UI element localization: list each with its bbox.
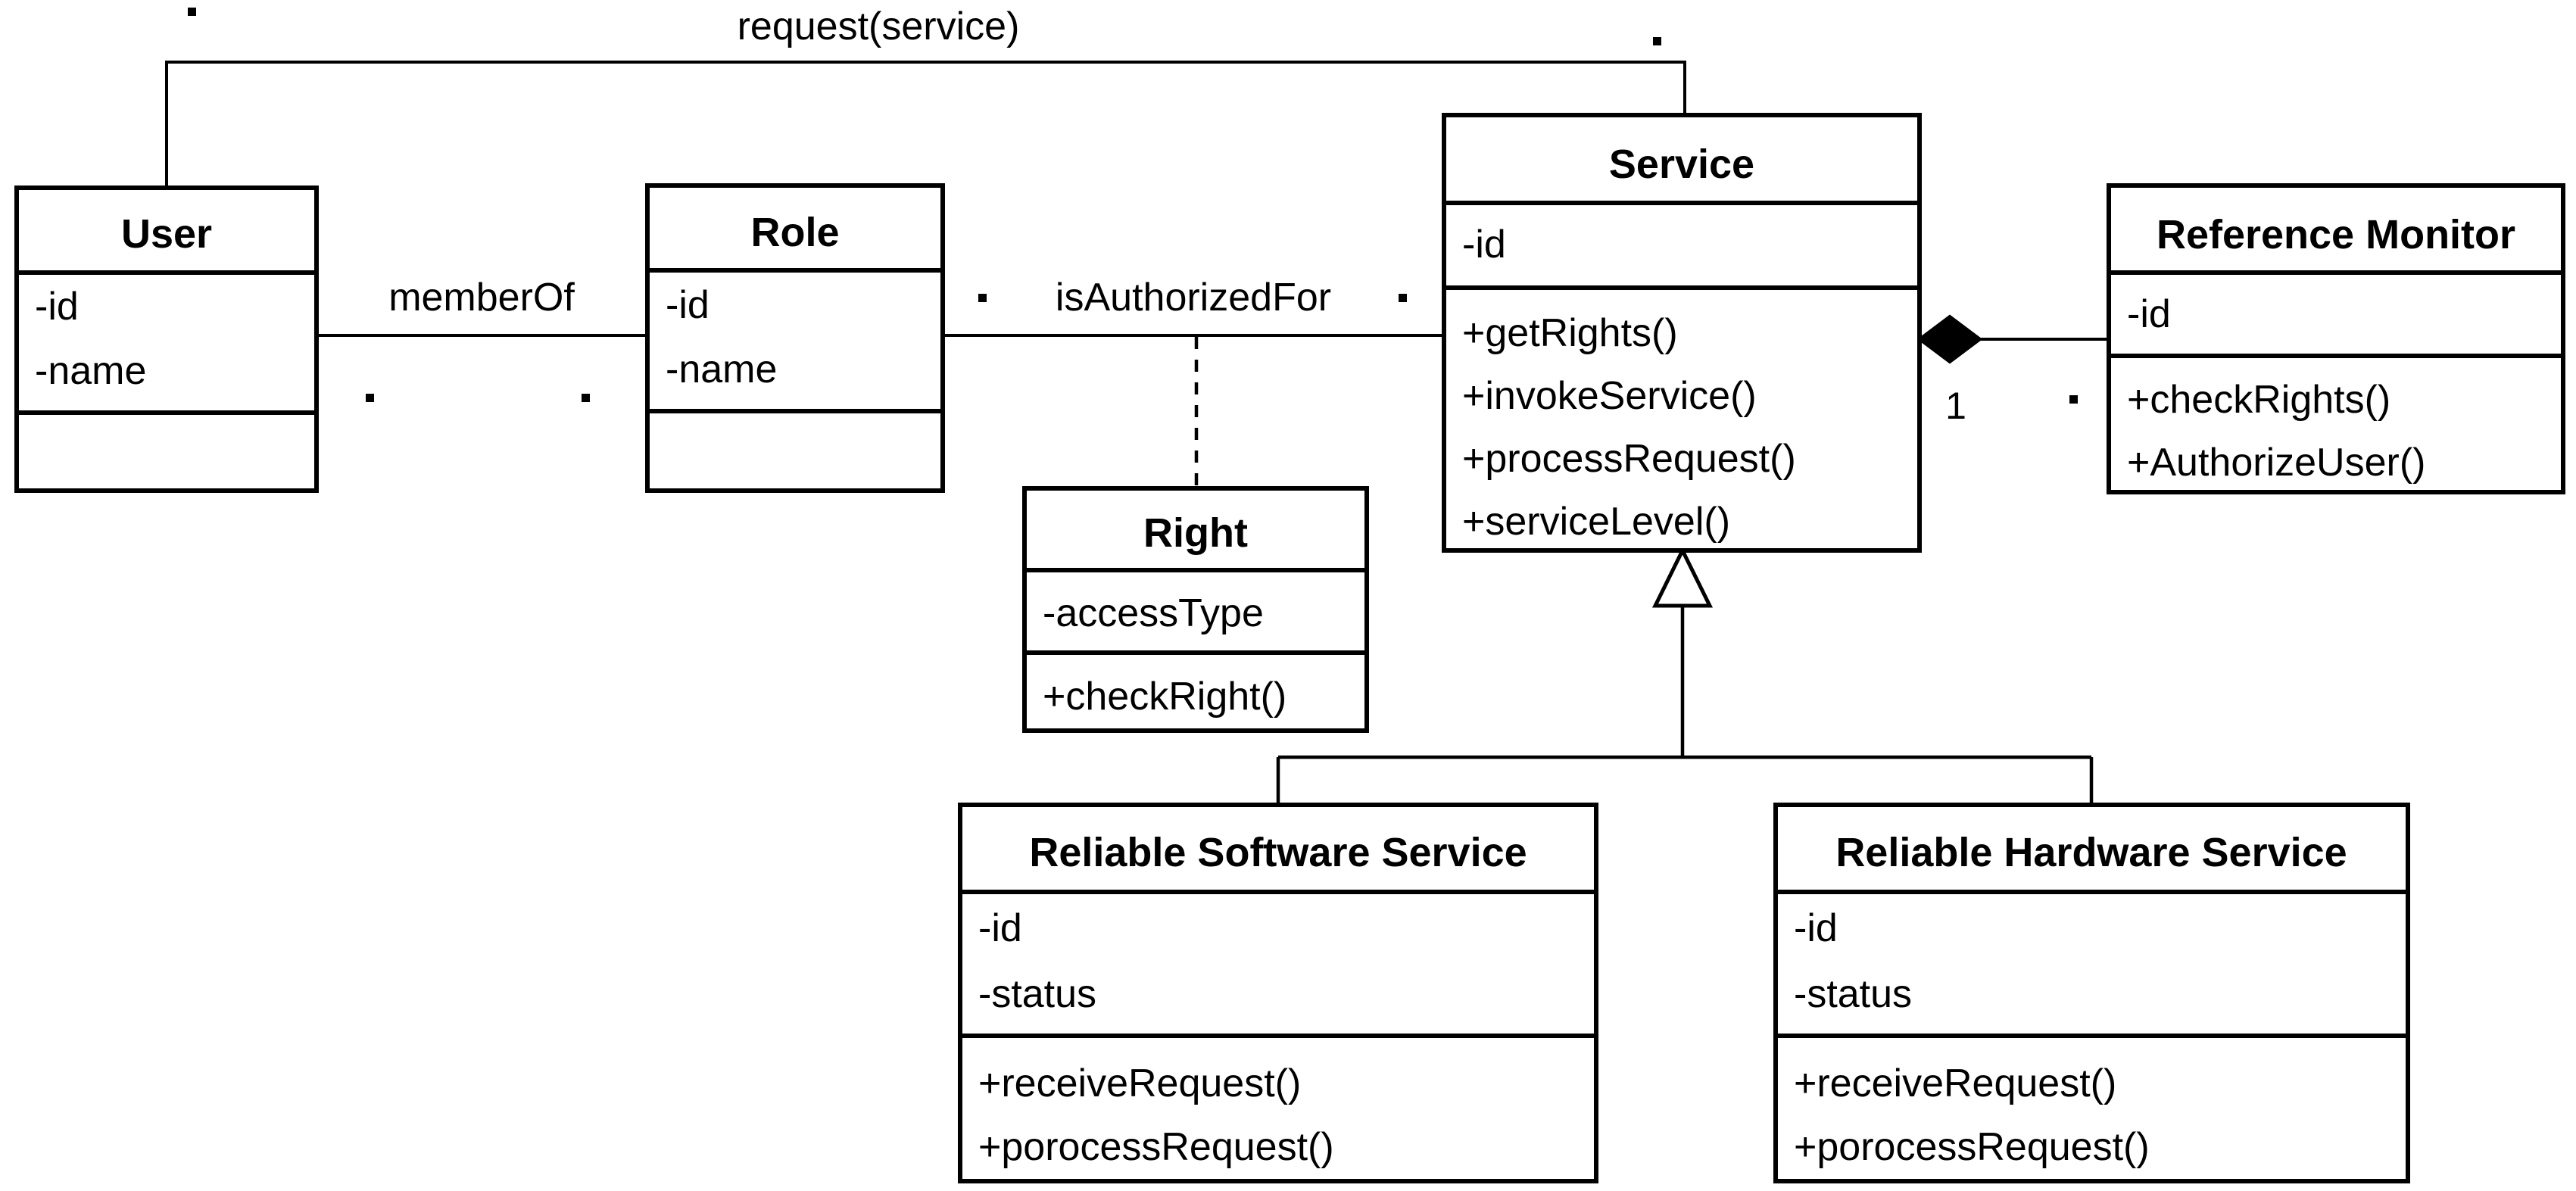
association-member-of-label: memberOf: [388, 276, 575, 320]
generalization-service-subclasses[interactable]: [1276, 546, 2094, 805]
class-operation: +getRights(): [1462, 311, 1678, 355]
multiplicity-dot-composition-far: [2069, 395, 2078, 404]
class-name-reliable-software-service: Reliable Software Service: [1029, 830, 1527, 875]
multiplicity-dot-auth-left: [978, 294, 987, 302]
association-request-service-line: [165, 61, 1686, 188]
multiplicity-dot-request-right: [1653, 37, 1661, 45]
composition-diamond-icon: [1916, 314, 1983, 364]
class-attribute: -id: [1794, 906, 1838, 950]
class-attribute: -id: [1462, 223, 1506, 267]
association-member-of[interactable]: memberOf: [317, 276, 647, 402]
class-attribute: -status: [978, 972, 1096, 1016]
class-box-right[interactable]: Right -accessType +checkRight(): [1022, 486, 1369, 733]
class-box-reliable-hardware-service-frame: [1773, 803, 2410, 1183]
class-operation: +porocessRequest(): [1794, 1125, 2150, 1169]
class-attribute: -id: [35, 285, 79, 329]
multiplicity-dot-request-left: [188, 8, 196, 16]
class-box-reference-monitor[interactable]: Reference Monitor -id +checkRights() +Au…: [2107, 183, 2565, 494]
class-box-role-frame: [645, 183, 945, 493]
class-operation: +serviceLevel(): [1462, 500, 1730, 544]
association-request-service[interactable]: request(service): [165, 5, 1686, 188]
class-box-user-frame: [14, 186, 319, 493]
class-attribute: -status: [1794, 972, 1912, 1016]
class-box-reliable-hardware-service[interactable]: Reliable Hardware Service -id -status +r…: [1773, 803, 2410, 1183]
association-request-service-label: request(service): [738, 5, 1020, 48]
class-operation: +receiveRequest(): [1794, 1062, 2116, 1105]
class-box-reliable-software-service-frame: [958, 803, 1598, 1183]
association-is-authorized-for-label: isAuthorizedFor: [1056, 276, 1331, 320]
class-name-user: User: [121, 211, 212, 257]
class-operation: +AuthorizeUser(): [2127, 441, 2425, 485]
class-operation: +porocessRequest(): [978, 1125, 1334, 1169]
class-name-service: Service: [1609, 142, 1754, 187]
class-attribute: -accessType: [1043, 591, 1264, 635]
class-box-role[interactable]: Role -id -name: [645, 183, 945, 493]
class-name-reference-monitor: Reference Monitor: [2157, 212, 2515, 257]
association-is-authorized-for[interactable]: isAuthorizedFor: [943, 276, 1444, 488]
class-attribute: -name: [35, 349, 146, 393]
class-operation: +invokeService(): [1462, 374, 1757, 418]
class-attribute: -id: [978, 906, 1022, 950]
association-service-reference-monitor[interactable]: 1: [1916, 314, 2109, 427]
class-attribute: -name: [666, 348, 777, 391]
class-box-user[interactable]: User -id -name: [14, 186, 319, 493]
class-operation: +checkRight(): [1043, 675, 1286, 719]
class-box-reference-monitor-frame: [2107, 183, 2565, 494]
class-box-right-frame: [1022, 486, 1369, 733]
multiplicity-dot-member-left: [366, 394, 374, 402]
class-name-right: Right: [1143, 510, 1248, 556]
class-operation: +processRequest(): [1462, 437, 1796, 481]
class-box-reliable-software-service[interactable]: Reliable Software Service -id -status +r…: [958, 803, 1598, 1183]
multiplicity-dot-auth-right: [1399, 294, 1407, 302]
class-name-reliable-hardware-service: Reliable Hardware Service: [1835, 830, 2347, 875]
generalization-triangle-icon: [1651, 546, 1714, 608]
class-box-service[interactable]: Service -id +getRights() +invokeService(…: [1442, 113, 1922, 553]
class-box-service-frame: [1442, 113, 1922, 553]
multiplicity-dot-member-right: [582, 394, 590, 402]
class-operation: +receiveRequest(): [978, 1062, 1301, 1105]
class-operation: +checkRights(): [2127, 378, 2390, 422]
class-attribute: -id: [2127, 292, 2171, 336]
class-attribute: -id: [666, 283, 709, 327]
multiplicity-composition-near: 1: [1945, 385, 1966, 427]
class-name-role: Role: [750, 210, 839, 255]
